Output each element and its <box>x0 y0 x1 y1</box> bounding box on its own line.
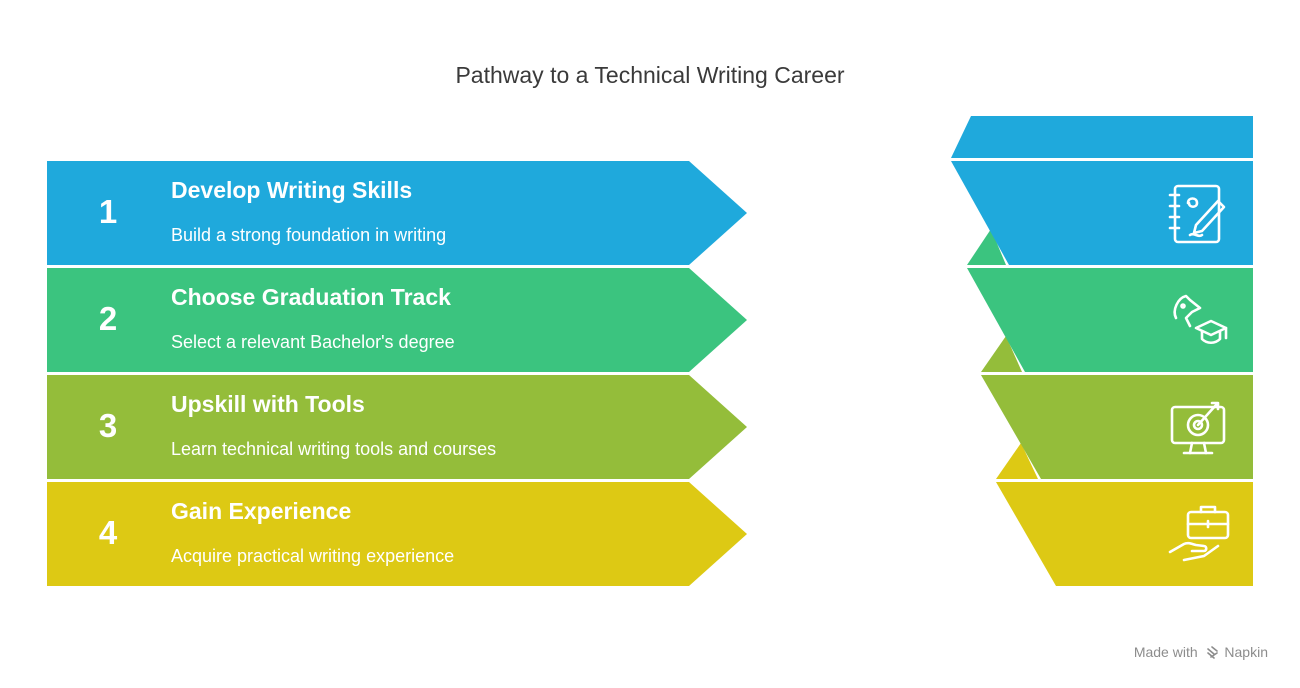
step-4: 4 Gain Experience Acquire practical writ… <box>47 482 667 586</box>
step-2: 2 Choose Graduation Track Select a relev… <box>47 268 667 372</box>
step-number: 4 <box>98 514 118 551</box>
step-3: 3 Upskill with Tools Learn technical wri… <box>47 375 667 479</box>
step-2-arrow <box>47 268 747 372</box>
napkin-logo-icon <box>1206 646 1218 659</box>
step-3-arrow <box>47 375 747 479</box>
top-cap-block <box>951 116 1253 158</box>
step-heading: Upskill with Tools <box>171 391 365 417</box>
step-number: 2 <box>98 300 118 337</box>
step-description: Select a relevant Bachelor's degree <box>171 332 455 352</box>
step-2-block <box>967 268 1253 372</box>
step-description: Learn technical writing tools and course… <box>171 439 497 459</box>
step-heading: Gain Experience <box>171 498 352 524</box>
briefcase-hand-icon <box>1168 505 1230 562</box>
step-4-arrow <box>47 482 747 586</box>
monitor-target-icon <box>1170 401 1226 455</box>
step-description: Acquire practical writing experience <box>171 546 455 566</box>
step-1: 1 Develop Writing Skills Build a strong … <box>47 161 667 265</box>
step-1-fold <box>967 229 1006 265</box>
step-heading: Choose Graduation Track <box>171 284 451 310</box>
made-with-napkin-badge: Made with Napkin <box>1134 644 1268 660</box>
step-2-fold <box>981 336 1022 372</box>
writing-journal-icon <box>1168 184 1226 244</box>
step-number: 3 <box>98 407 118 444</box>
step-number: 1 <box>98 193 118 230</box>
made-with-label: Made with <box>1133 644 1198 660</box>
step-3-fold <box>996 443 1038 479</box>
graduation-cap-icon <box>1173 294 1228 345</box>
step-description: Build a strong foundation in writing <box>171 225 447 245</box>
step-1-arrow <box>47 161 747 265</box>
napkin-brand-label: Napkin <box>1224 644 1268 660</box>
step-heading: Develop Writing Skills <box>171 177 413 203</box>
diagram-title: Pathway to a Technical Writing Career <box>455 62 845 88</box>
